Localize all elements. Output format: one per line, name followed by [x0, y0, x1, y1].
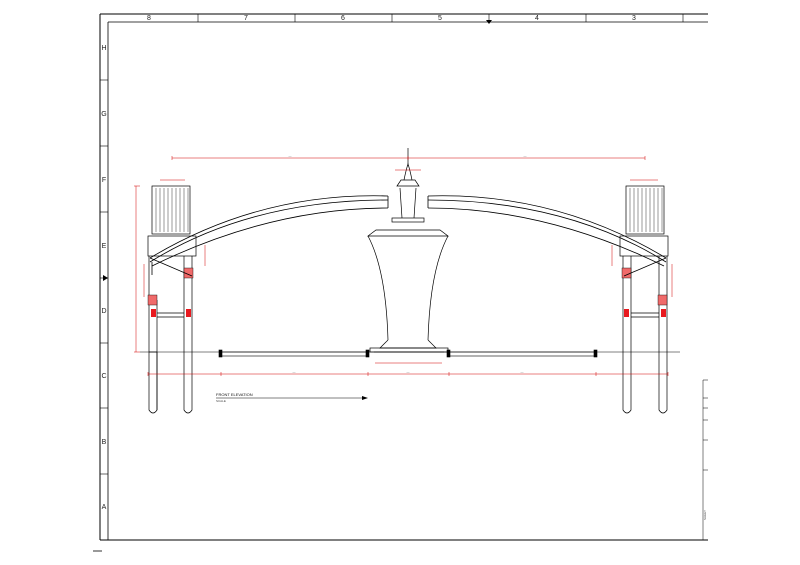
scale-label: SCALE	[216, 399, 226, 403]
dimension-text: ---	[293, 370, 296, 374]
column-label: 3	[632, 15, 636, 22]
row-label: D	[101, 308, 106, 315]
left-arch	[149, 195, 389, 277]
title-block	[702, 379, 708, 540]
dimension-text: ---	[407, 370, 410, 374]
column-label: 8	[147, 15, 151, 22]
title-block-text: SHEET	[703, 510, 707, 520]
dimension-text: ---	[289, 154, 292, 158]
sheet-frame	[99, 13, 708, 541]
column-label: 5	[438, 15, 442, 22]
right-arch	[427, 195, 667, 277]
dimension-text: ---	[521, 370, 524, 374]
row-label: C	[101, 373, 106, 380]
row-label: G	[101, 111, 106, 118]
left-pillar-joints	[147, 267, 194, 317]
row-marker-icon	[103, 275, 108, 281]
column-label: 7	[244, 15, 248, 22]
row-label: A	[102, 504, 107, 511]
base-beams	[218, 349, 598, 358]
dimension-text: ---	[524, 154, 527, 158]
dimension-lines	[134, 156, 673, 376]
right-pillar-joints	[621, 267, 668, 317]
left-pillar	[147, 185, 197, 414]
column-labels: 8 7 6 5 4 3	[147, 15, 636, 22]
right-pillar	[619, 185, 669, 414]
north-arrow-icon	[362, 396, 368, 400]
column-label: 6	[341, 15, 345, 22]
row-ticks	[100, 79, 108, 475]
center-marker-icon	[486, 20, 492, 24]
column-label: 4	[535, 15, 539, 22]
central-tower	[366, 148, 450, 353]
elevation-title: FRONT ELEVATION	[216, 392, 253, 397]
dimension-texts: --- --- --- --- ---	[289, 154, 527, 374]
row-label: F	[102, 177, 106, 184]
row-label: B	[102, 439, 107, 446]
row-labels: H G F E D C B A	[101, 45, 106, 511]
row-label: E	[102, 243, 107, 250]
row-label: H	[101, 45, 106, 52]
elevation-caption: FRONT ELEVATION SCALE	[216, 392, 368, 403]
